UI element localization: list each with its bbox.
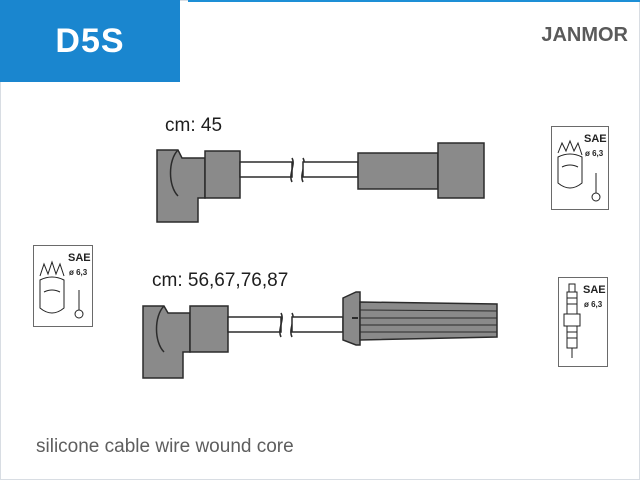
product-code-badge: D5S [0, 0, 180, 82]
product-code: D5S [55, 21, 125, 60]
wire-2-length-label: cm: 56,67,76,87 [152, 270, 289, 291]
wire-2-cable-left [227, 316, 282, 333]
diameter-label: ø 6,3 [69, 268, 88, 277]
header-rule [188, 0, 640, 2]
distributor-cap-icon [39, 260, 84, 319]
distributor-icon-left: SAE ø 6,3 [33, 245, 93, 327]
wire-2-plug-flange [342, 291, 361, 346]
brand-name: JANMOR [541, 24, 628, 46]
diameter-label: ø 6,3 [584, 300, 603, 309]
diameter-label: ø 6,3 [585, 149, 604, 158]
wire-2-boot-collar [189, 305, 229, 353]
distributor-icon-top-right: SAE ø 6,3 [551, 126, 609, 210]
distributor-cap-icon [557, 139, 601, 202]
product-description: silicone cable wire wound core [36, 436, 294, 457]
wire-1-length-label: cm: 45 [165, 115, 223, 136]
wire-2-plug-boot [359, 301, 498, 341]
wire-1-distributor-cap [437, 142, 485, 199]
wire-2-spark-boot [142, 305, 191, 379]
sae-label: SAE [584, 133, 607, 145]
wire-2-cable-right [291, 316, 344, 333]
sae-label: SAE [68, 252, 91, 264]
sae-label: SAE [583, 284, 606, 296]
spark-plug-icon: SAE ø 6,3 [558, 277, 608, 367]
spark-plug-shape [563, 283, 581, 358]
